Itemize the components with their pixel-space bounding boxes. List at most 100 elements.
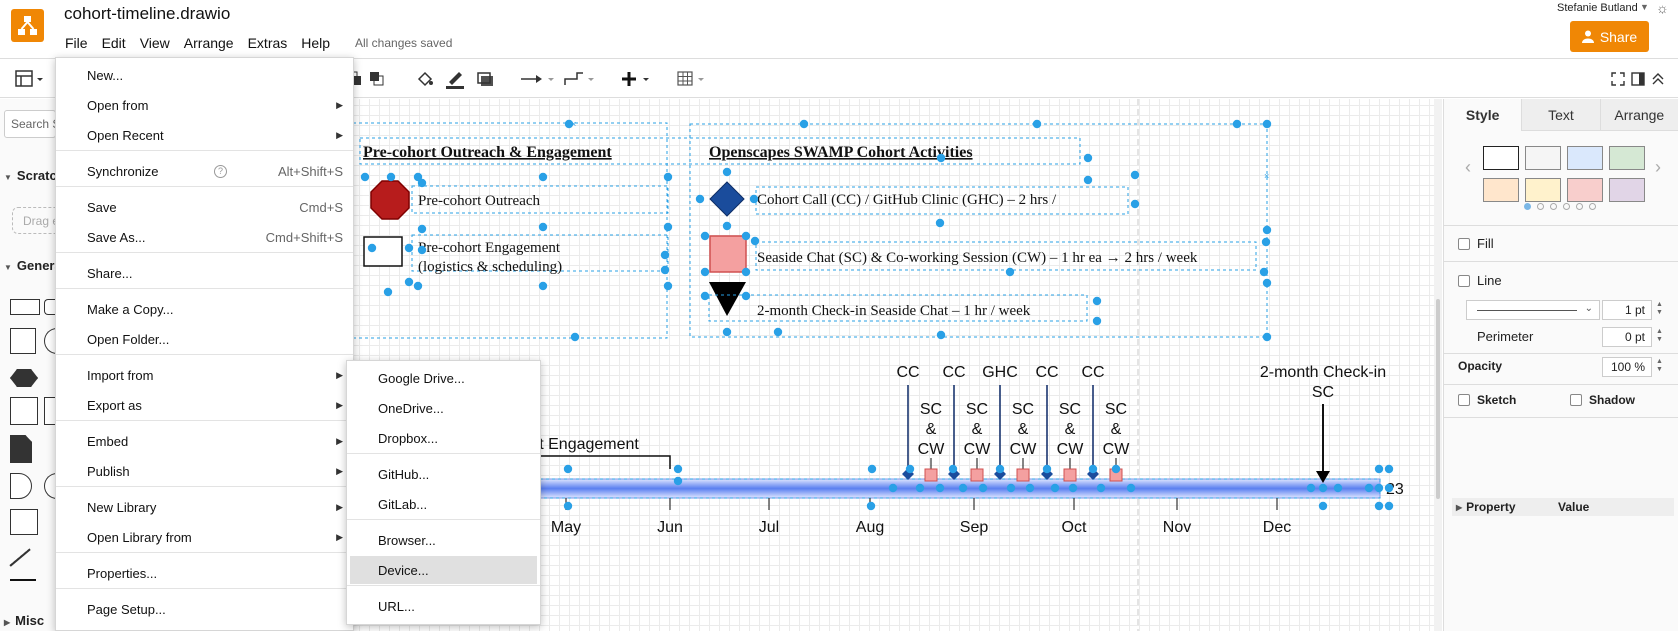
selection-handle[interactable] [660,265,670,275]
selection-handle[interactable] [741,291,751,301]
selection-handle[interactable] [1262,119,1272,129]
selection-handle[interactable] [563,501,573,511]
line-checkbox[interactable] [1458,274,1470,287]
rotation-handle-icon[interactable]: × [571,119,576,129]
selection-handle[interactable] [773,327,783,337]
selection-handle[interactable] [673,476,683,486]
selection-handle[interactable] [538,222,548,232]
selection-handle[interactable] [1333,483,1343,493]
selection-handle[interactable] [936,153,946,163]
canvas-vertical-scrollbar[interactable] [1434,99,1442,631]
file-menu-item-embed[interactable]: Embed▶ [56,427,353,455]
collapse-icon[interactable] [1651,68,1665,90]
import-item-device[interactable]: Device... [350,556,537,584]
selection-handle[interactable] [417,245,427,255]
selection-handle[interactable] [915,483,925,493]
selection-handle[interactable] [1384,501,1394,511]
file-menu-item-open-library-from[interactable]: Open Library from▶ [56,523,353,551]
selection-handle[interactable] [700,231,710,241]
selection-handle[interactable] [563,464,573,474]
selection-handle[interactable] [1364,483,1374,493]
selection-handle[interactable] [1092,296,1102,306]
selection-handle[interactable] [1092,316,1102,326]
share-button[interactable]: Share [1570,21,1649,52]
selection-handle[interactable] [1050,483,1060,493]
selection-handle[interactable] [799,119,809,129]
checkin-marker[interactable] [1316,471,1330,483]
rotation-handle-icon[interactable]: × [1264,278,1269,288]
connection-icon[interactable] [520,68,560,90]
menu-view[interactable]: View [139,35,170,51]
fill-checkbox[interactable] [1458,237,1470,250]
fill-row[interactable]: Fill [1458,236,1494,251]
selection-handle[interactable] [1042,464,1052,474]
selection-handle[interactable] [700,267,710,277]
file-menu-item-export-as[interactable]: Export as▶ [56,391,353,419]
menu-file[interactable]: File [65,35,88,51]
selection-handle[interactable] [936,330,946,340]
selection-handle[interactable] [995,464,1005,474]
selection-handle[interactable] [1318,501,1328,511]
file-menu-item-properties[interactable]: Properties... [56,559,353,587]
section-misc[interactable]: ▶Misc [4,613,45,628]
import-item-github[interactable]: GitHub... [350,460,537,488]
selection-handle[interactable] [1083,153,1093,163]
page-dot[interactable] [1537,203,1544,210]
rectangle-shape[interactable] [10,299,40,315]
selection-handle[interactable] [722,221,732,231]
import-item-dropbox[interactable]: Dropbox... [350,424,537,452]
selection-handle[interactable] [413,172,423,182]
selection-handle[interactable] [564,119,574,129]
selection-handle[interactable] [750,236,760,246]
note-shape[interactable] [10,435,32,463]
hexagon-shape[interactable] [10,369,38,387]
selection-handle[interactable] [978,483,988,493]
selection-handle[interactable] [1032,119,1042,129]
selection-handle[interactable] [663,222,673,232]
selection-handle[interactable] [905,464,915,474]
selection-handle[interactable] [1262,225,1272,235]
selection-handle[interactable] [663,172,673,182]
perimeter-stepper[interactable]: ▲▼ [1656,328,1663,343]
sun-settings-icon[interactable]: ☼ [1656,0,1669,16]
selection-handle[interactable] [1384,483,1394,493]
shadow-icon[interactable] [477,68,495,90]
opacity-stepper[interactable]: ▲▼ [1656,358,1663,373]
selection-handle[interactable] [1374,464,1384,474]
selection-handle[interactable] [1374,501,1384,511]
menu-help[interactable]: Help [301,35,331,51]
selection-handle[interactable] [1318,483,1328,493]
file-menu-item-share[interactable]: Share... [56,259,353,287]
selection-handle[interactable] [722,167,732,177]
selection-handle[interactable] [958,483,968,493]
selection-handle[interactable] [1259,267,1269,277]
selection-handle[interactable] [386,172,396,182]
import-item-google-drive[interactable]: Google Drive... [350,364,537,392]
selection-handle[interactable] [935,218,945,228]
sc-marker[interactable] [1063,468,1077,482]
line-width-stepper[interactable]: ▲▼ [1656,301,1663,316]
page-dot[interactable] [1589,203,1596,210]
shape-search-input[interactable]: Search Shapes [4,110,56,138]
selection-handle[interactable] [1083,175,1093,185]
selection-handle[interactable] [1384,464,1394,474]
tab-style[interactable]: Style [1444,99,1522,131]
file-menu-item-synchronize[interactable]: Synchronize?Alt+Shift+S [56,157,353,185]
shadow-row[interactable]: Shadow [1570,393,1635,407]
drawio-logo[interactable] [11,9,44,42]
waypoints-icon[interactable] [563,68,599,90]
file-menu-item-import-from[interactable]: Import from▶ [56,361,353,389]
selection-handle[interactable] [935,483,945,493]
sketch-row[interactable]: Sketch [1458,393,1516,407]
selection-handle[interactable] [1262,332,1272,342]
selection-handle[interactable] [741,231,751,241]
selection-handle[interactable] [1088,464,1098,474]
checkin-triangle[interactable] [709,282,746,316]
fill-color-icon[interactable] [416,68,434,90]
rotation-handle-icon[interactable]: × [1264,171,1269,181]
selection-handle[interactable] [867,464,877,474]
outreach-octagon[interactable] [370,180,410,220]
sidebar-toggle-icon[interactable] [15,68,45,90]
table-icon[interactable] [677,68,713,90]
selection-handle[interactable] [1025,483,1035,493]
